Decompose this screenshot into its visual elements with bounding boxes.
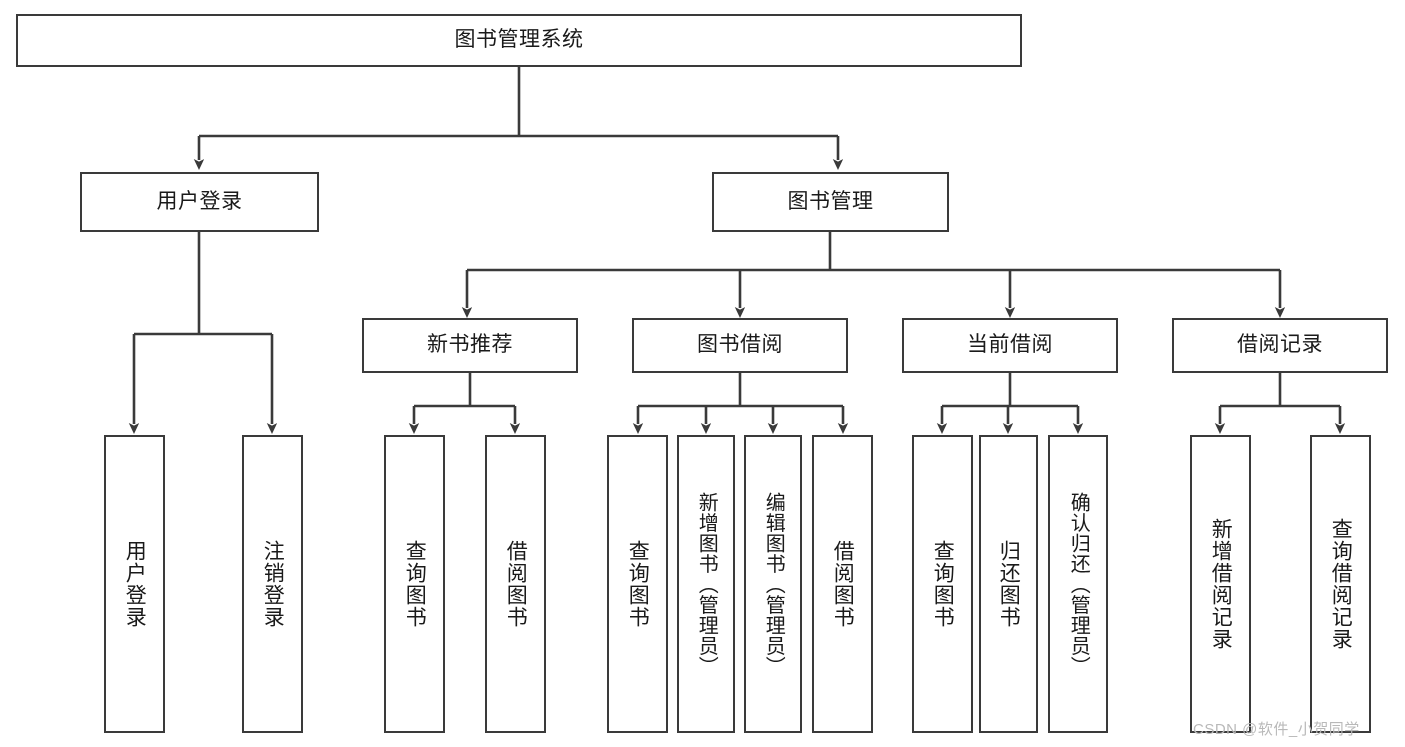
- node-label: 归还图书: [997, 540, 1021, 628]
- node-leaf-edit-book[interactable]: 编辑图书（管理员）: [744, 435, 802, 733]
- node-label: 查询借阅记录: [1329, 518, 1353, 650]
- node-label: 当前借阅: [967, 333, 1053, 357]
- node-label: 查询图书: [403, 540, 427, 628]
- node-leaf-query-book-3[interactable]: 查询图书: [912, 435, 973, 733]
- node-label: 查询图书: [931, 540, 955, 628]
- node-book-borrow[interactable]: 图书借阅: [632, 318, 848, 373]
- node-leaf-borrow-book-1[interactable]: 借阅图书: [485, 435, 546, 733]
- node-leaf-return-book[interactable]: 归还图书: [979, 435, 1038, 733]
- node-leaf-borrow-book-2[interactable]: 借阅图书: [812, 435, 873, 733]
- node-leaf-query-book-1[interactable]: 查询图书: [384, 435, 445, 733]
- node-new-book-recommend[interactable]: 新书推荐: [362, 318, 578, 373]
- node-label: 确认归还（管理员）: [1067, 491, 1090, 677]
- node-current-borrow[interactable]: 当前借阅: [902, 318, 1118, 373]
- node-label: 用户登录: [123, 540, 147, 628]
- node-label: 查询图书: [626, 540, 650, 628]
- node-book-management[interactable]: 图书管理: [712, 172, 949, 232]
- node-label: 用户登录: [156, 189, 243, 213]
- node-label: 图书管理系统: [454, 28, 584, 52]
- node-leaf-query-book-2[interactable]: 查询图书: [607, 435, 668, 733]
- csdn-watermark: CSDN @软件_小贺同学: [1193, 721, 1360, 738]
- node-label: 图书管理: [787, 189, 874, 213]
- node-leaf-add-record[interactable]: 新增借阅记录: [1190, 435, 1251, 733]
- node-leaf-user-login[interactable]: 用户登录: [104, 435, 165, 733]
- node-leaf-add-book[interactable]: 新增图书（管理员）: [677, 435, 735, 733]
- node-label: 注销登录: [261, 540, 285, 628]
- node-borrow-record[interactable]: 借阅记录: [1172, 318, 1388, 373]
- node-label: 借阅记录: [1237, 333, 1323, 357]
- node-book-management-system[interactable]: 图书管理系统: [16, 14, 1022, 67]
- node-label: 图书借阅: [697, 333, 783, 357]
- node-label: 新书推荐: [427, 333, 513, 357]
- node-leaf-logout-login[interactable]: 注销登录: [242, 435, 303, 733]
- node-label: 新增图书（管理员）: [695, 491, 718, 677]
- node-leaf-query-record[interactable]: 查询借阅记录: [1310, 435, 1371, 733]
- node-leaf-confirm-return[interactable]: 确认归还（管理员）: [1048, 435, 1108, 733]
- node-label: 新增借阅记录: [1209, 518, 1233, 650]
- node-label: 编辑图书（管理员）: [762, 491, 785, 677]
- node-label: 借阅图书: [504, 540, 528, 628]
- node-label: 借阅图书: [831, 540, 855, 628]
- node-user-login[interactable]: 用户登录: [80, 172, 319, 232]
